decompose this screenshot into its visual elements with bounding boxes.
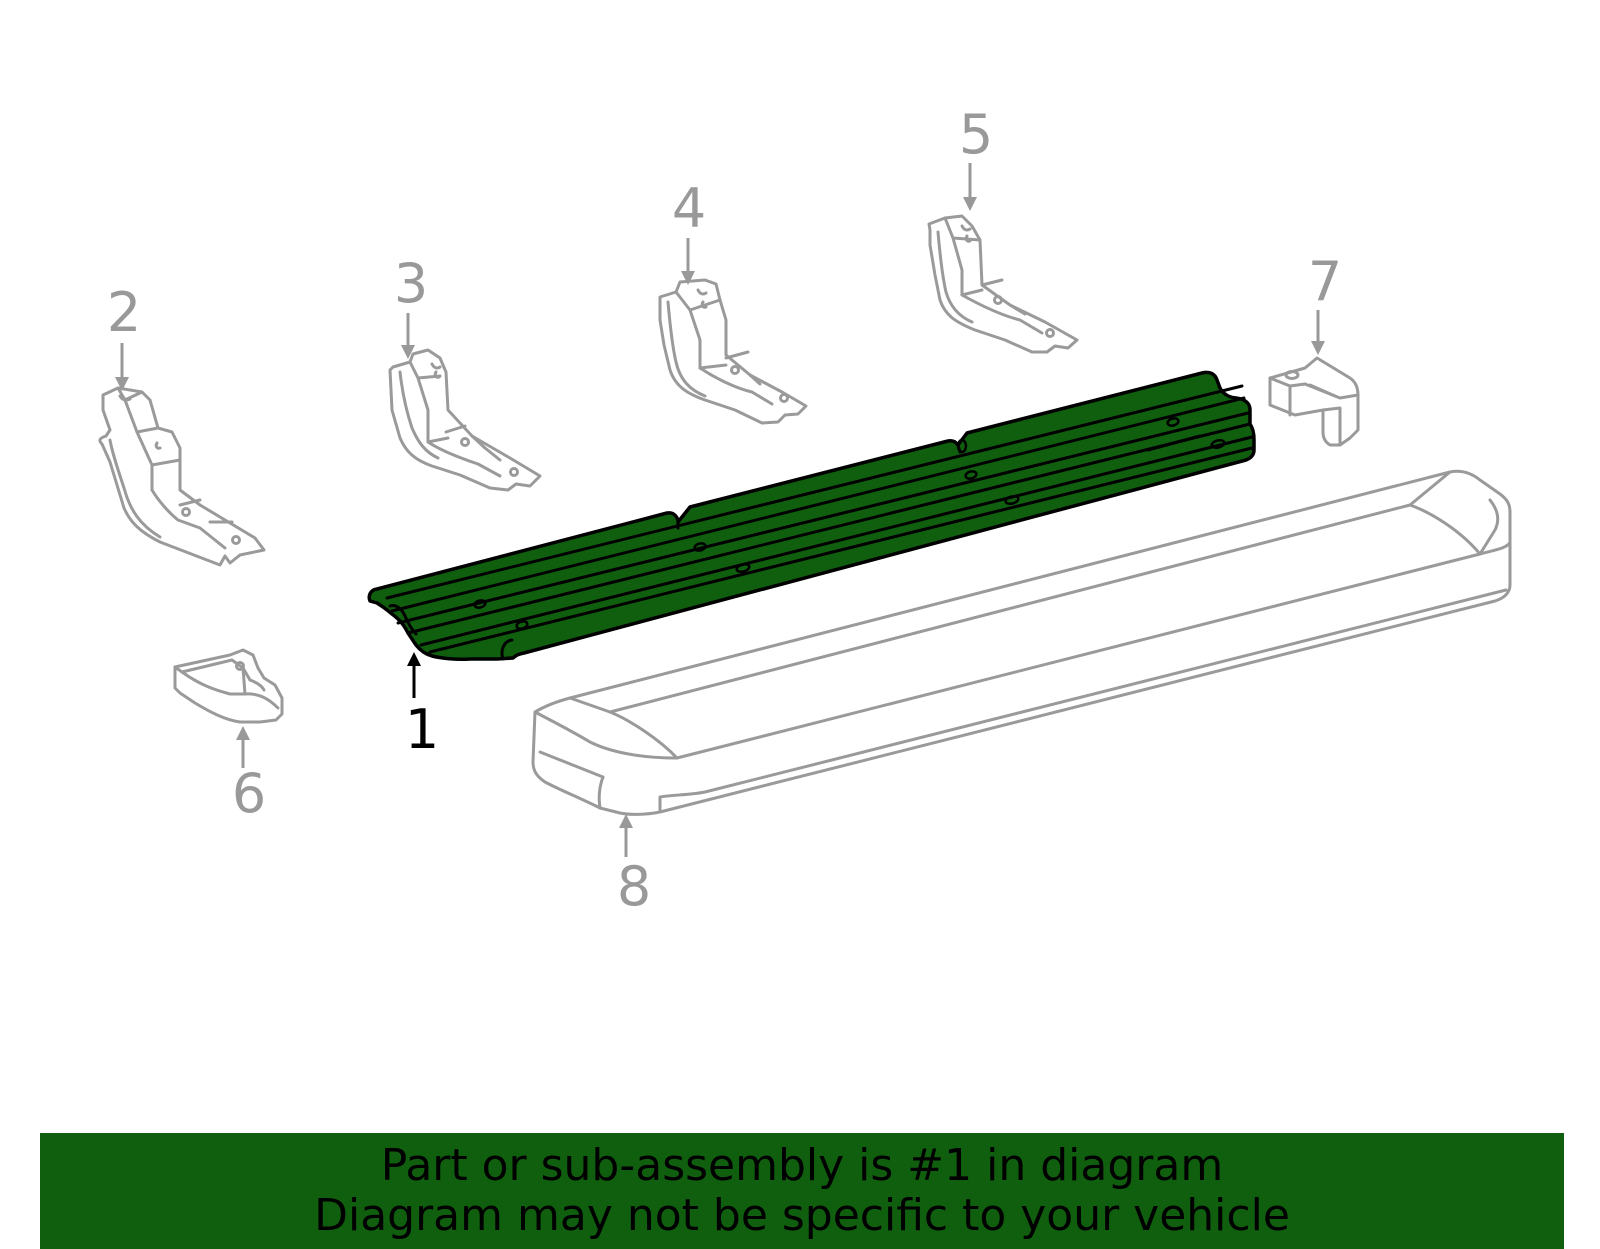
part-8-step-board (531, 469, 1512, 816)
parts-diagram: 1 2 3 4 5 6 7 8 (98, 103, 1512, 918)
part-3-bracket (388, 348, 542, 492)
part-6-bracket (173, 648, 284, 724)
callout-1: 1 (405, 698, 439, 761)
part-7-bracket (1268, 356, 1360, 447)
callout-5: 5 (959, 103, 993, 166)
callout-arrows (115, 163, 1325, 857)
part-5-bracket (927, 214, 1079, 354)
banner-line-1: Part or sub-assembly is #1 in diagram (380, 1140, 1224, 1191)
callout-8: 8 (617, 855, 651, 918)
part-2-bracket (98, 386, 266, 567)
callout-3: 3 (394, 252, 428, 315)
part-4-bracket (658, 278, 808, 425)
callout-4: 4 (672, 177, 706, 240)
callout-6: 6 (232, 762, 266, 825)
part-1-step-pad (367, 370, 1256, 661)
info-banner: Part or sub-assembly is #1 in diagram Di… (40, 1133, 1564, 1249)
callout-7: 7 (1308, 250, 1342, 313)
callout-2: 2 (107, 281, 141, 344)
banner-line-2: Diagram may not be specific to your vehi… (314, 1190, 1290, 1241)
